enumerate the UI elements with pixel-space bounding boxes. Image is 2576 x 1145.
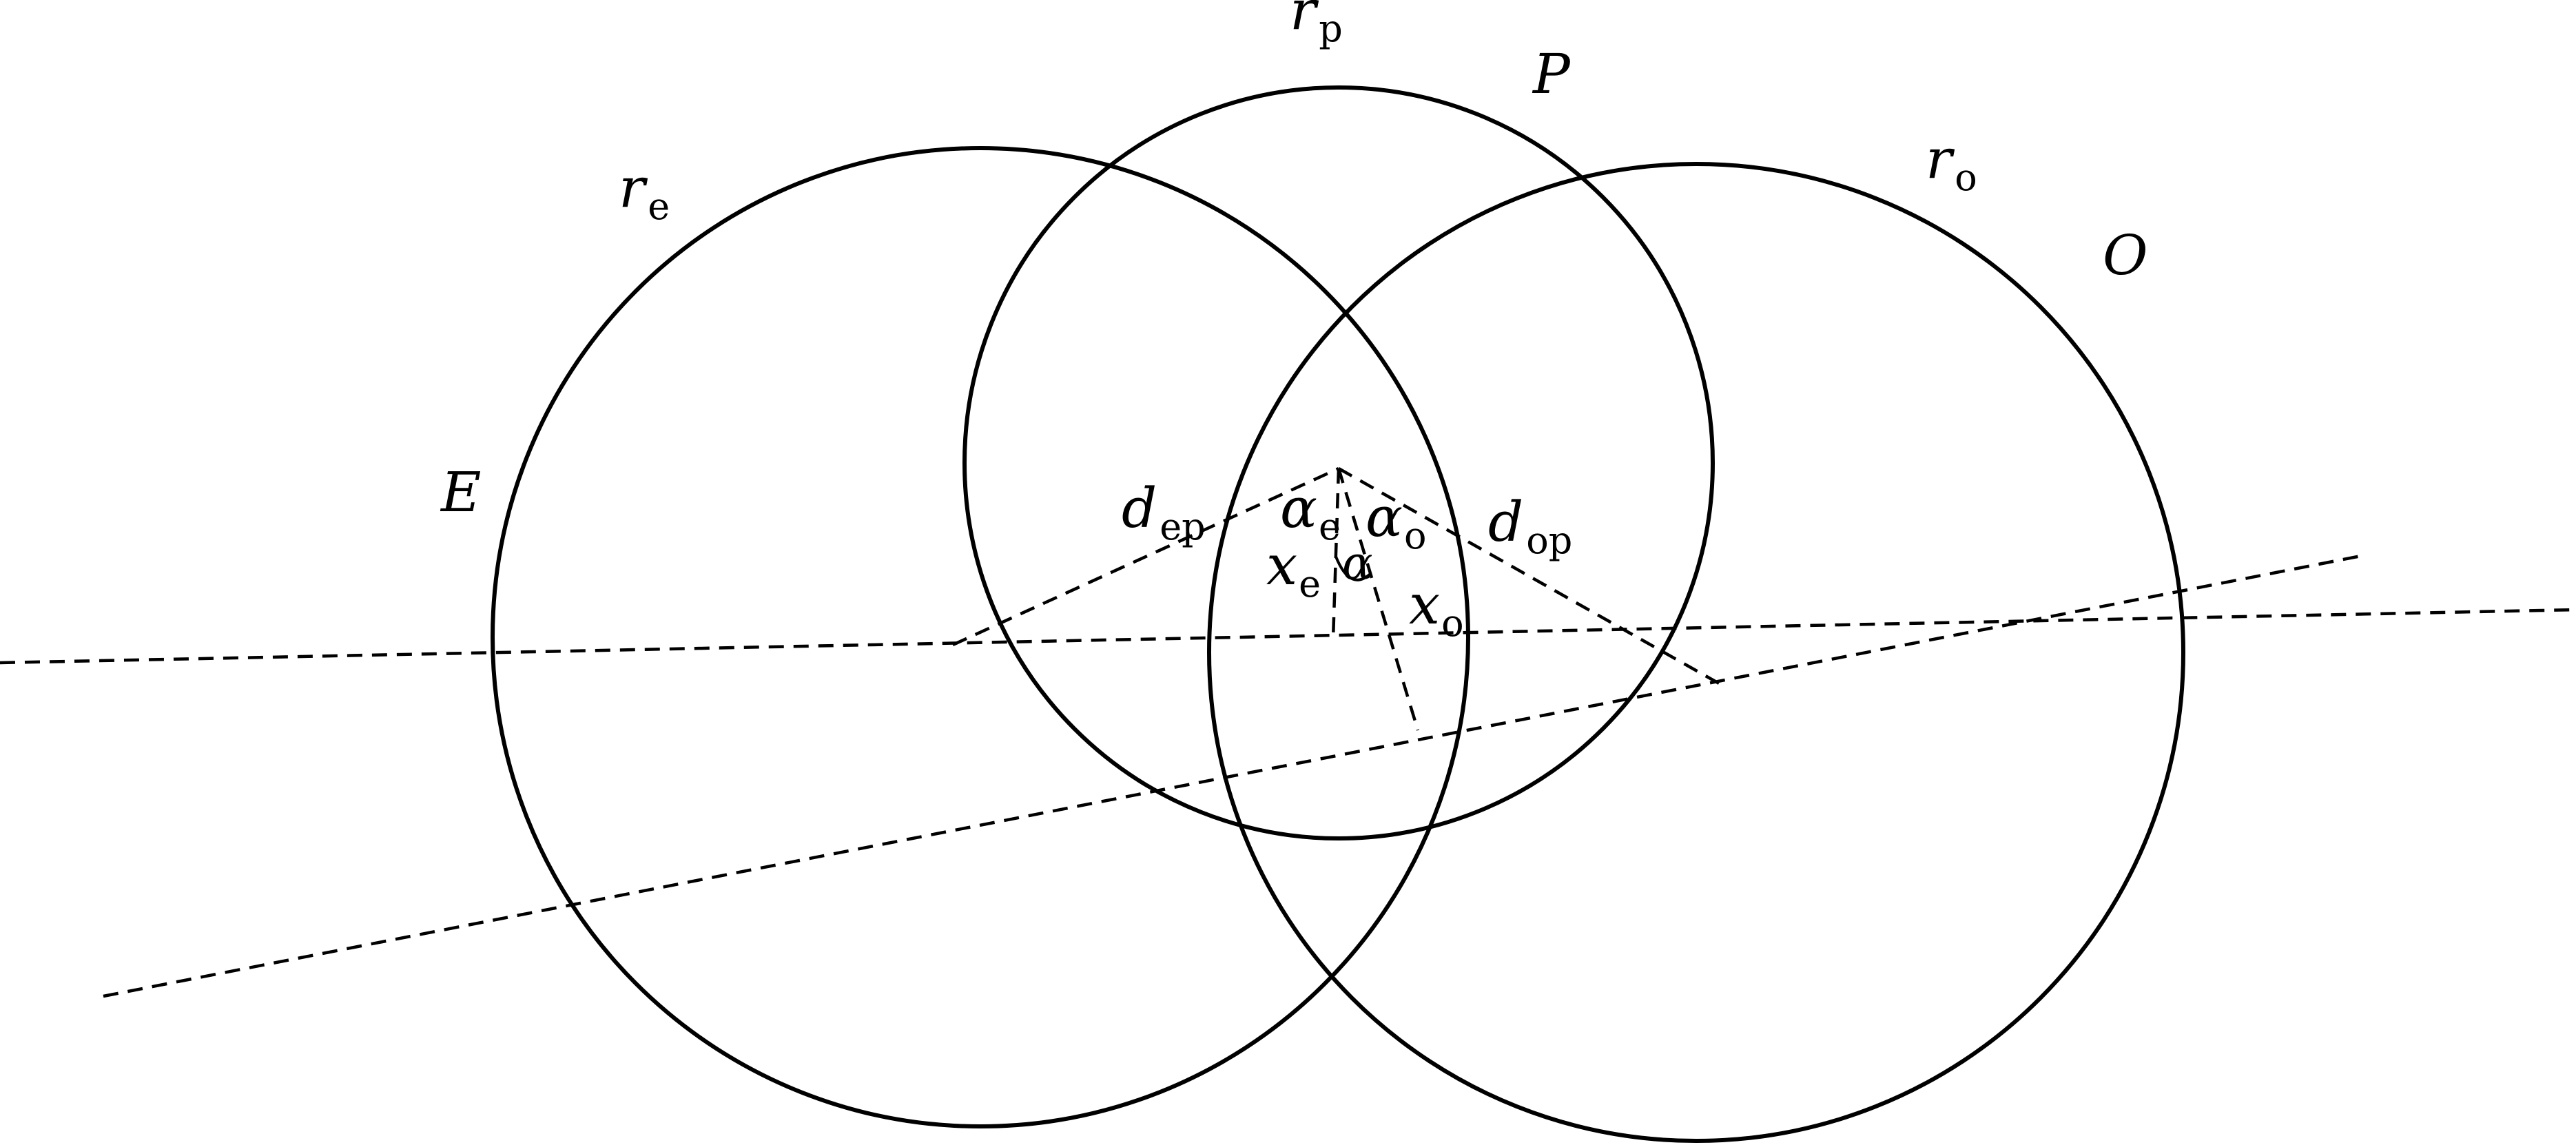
label-dep: dep [1122,476,1206,548]
circle-e [491,146,1470,1128]
circle-o [1207,162,2185,1143]
lower-line [103,553,2365,998]
label-re: re [619,156,670,228]
dep-segment [952,466,1339,647]
label-P: P [1532,42,1571,106]
label-rp: rp [1290,0,1343,50]
xo-segment [1337,468,1420,731]
alpha-angle-arc [1335,556,1372,581]
label-xo: xo [1409,572,1464,645]
circle-p [962,85,1715,840]
label-xe: xe [1266,533,1321,606]
label-alpha-e: αe [1280,476,1341,548]
xe-segment [1331,468,1341,640]
baseline-line [0,608,2576,665]
label-dop: dop [1488,490,1572,562]
label-E: E [440,460,481,524]
label-alpha-o: αo [1366,485,1427,557]
label-O: O [2103,223,2148,287]
label-alpha: α [1342,537,1373,590]
label-ro: ro [1926,127,1977,199]
